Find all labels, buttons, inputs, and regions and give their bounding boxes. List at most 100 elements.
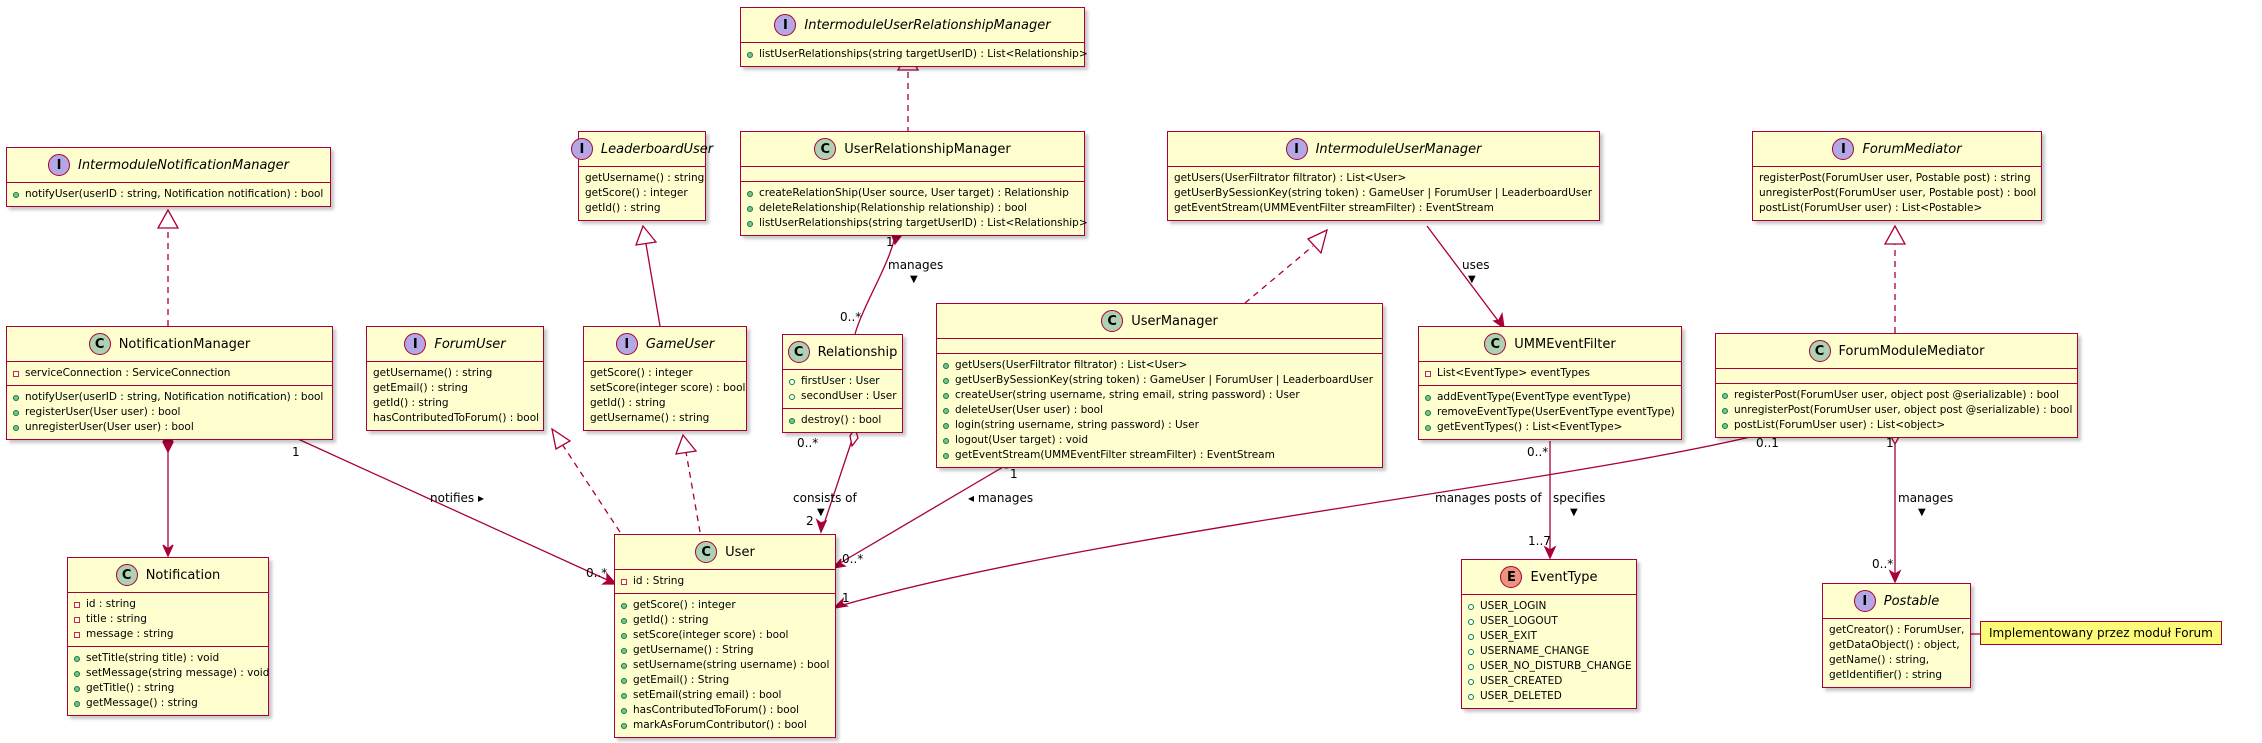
class-name: UserRelationshipManager	[844, 141, 1011, 157]
edge-user-realizes-fu	[561, 443, 621, 533]
stereotype-badge-icon: I	[47, 154, 70, 176]
public-visibility-icon	[74, 655, 80, 662]
class-member: markAsForumContributor() : bool	[621, 718, 829, 733]
stereotype-badge-icon: I	[404, 333, 427, 355]
class-compartment: getCreator() : ForumUser,getDataObject()…	[1823, 619, 1970, 687]
class-member: getUsers(UserFiltrator filtrator) : List…	[1174, 171, 1593, 186]
public-visibility-icon	[74, 700, 80, 707]
public-visibility-icon	[1468, 633, 1474, 640]
edge-um-user	[834, 459, 1016, 567]
public-visibility-icon	[1468, 678, 1474, 685]
member-text: hasContributedToForum() : bool	[373, 412, 540, 424]
label-uses: uses	[1462, 258, 1490, 272]
mult-manages-users-src: 1	[1010, 467, 1018, 481]
public-visibility-icon	[1425, 394, 1431, 401]
class-member: unregisterUser(User user) : bool	[13, 420, 326, 435]
class-member: hasContributedToForum() : bool	[373, 411, 540, 426]
stereotype-badge-icon: I	[570, 138, 593, 160]
class-member: createUser(string username, string email…	[943, 388, 1376, 403]
class-member: setMessage(string message) : void	[74, 666, 269, 681]
member-text: login(string username, string password) …	[955, 419, 1199, 431]
arrowhead-fmed	[1883, 224, 1907, 245]
class-member: logout(User target) : void	[943, 433, 1376, 448]
member-text: getId() : string	[373, 397, 449, 409]
class-member: getUsername() : string	[373, 366, 537, 381]
arrowhead-user-manages	[831, 558, 847, 569]
member-text: USER_CREATED	[1480, 675, 1563, 687]
class-compartment: getScore() : integer setScore(integer sco…	[584, 362, 746, 430]
class-compartment	[937, 339, 1382, 354]
class-member: secondUser : User	[789, 389, 897, 404]
private-visibility-icon	[13, 370, 19, 377]
private-visibility-icon	[621, 578, 627, 585]
private-visibility-icon	[1425, 370, 1431, 377]
stereotype-badge-icon: E	[1500, 566, 1523, 588]
class-member: registerPost(ForumUser user, object post…	[1722, 388, 2071, 403]
class-member: deleteRelationship(Relationship relation…	[747, 201, 1078, 216]
member-text: setScore(integer score) : bool	[590, 382, 746, 394]
member-text: setUsername(string username) : bool	[633, 659, 830, 671]
public-visibility-icon	[747, 220, 753, 227]
class-member: setEmail(string email) : bool	[621, 688, 829, 703]
class-compartment: listUserRelationships(string targetUserI…	[741, 43, 1088, 66]
member-text: markAsForumContributor() : bool	[633, 719, 807, 731]
public-visibility-icon	[789, 393, 795, 400]
stereotype-badge-icon: C	[88, 333, 111, 355]
edge-imum-ummf	[1426, 225, 1503, 327]
public-visibility-icon	[13, 409, 19, 416]
class-member: getUserBySessionKey(string token) : Game…	[1174, 186, 1593, 201]
class-member: addEventType(EventType eventType)	[1425, 390, 1675, 405]
arrowhead-gu	[675, 433, 698, 455]
class-compartment: List<EventType> eventTypes	[1419, 362, 1681, 386]
class-compartment	[1716, 369, 2077, 384]
member-text: getScore() : integer	[633, 599, 736, 611]
class-member: hasContributedToForum() : bool	[621, 703, 829, 718]
member-text: getTitle() : string	[86, 682, 175, 694]
stereotype-badge-icon: C	[695, 541, 718, 563]
class-member: getIdentifier() : string	[1829, 668, 1964, 683]
stereotype-badge-icon: I	[1853, 590, 1876, 612]
class-member: deleteUser(User user) : bool	[943, 403, 1376, 418]
member-text: getUsername() : string	[590, 412, 710, 424]
mult-specifies-dst: 1..7	[1528, 534, 1551, 548]
member-text: addEventType(EventType eventType)	[1437, 391, 1631, 403]
class-member: postList(ForumUser user) : List<object>	[1722, 418, 2071, 433]
class-member: serviceConnection : ServiceConnection	[13, 366, 326, 381]
member-text: getEmail() : string	[373, 382, 468, 394]
class-name: ForumModuleMediator	[1838, 343, 1985, 359]
member-text: USERNAME_CHANGE	[1480, 645, 1590, 657]
arrowhead-notif	[162, 544, 174, 558]
arrowhead-user-notifies	[601, 572, 618, 585]
class-member: getUsername() : string	[590, 411, 740, 426]
class-compartment: getUsers(UserFiltrator filtrator) : List…	[1168, 167, 1599, 220]
class-member: USERNAME_CHANGE	[1468, 644, 1630, 659]
class-member: getEventStream(UMMEventFilter streamFilt…	[943, 448, 1376, 463]
arrowhead-imum	[1306, 228, 1328, 255]
public-visibility-icon	[621, 662, 627, 669]
public-visibility-icon	[621, 617, 627, 624]
public-visibility-icon	[1468, 648, 1474, 655]
public-visibility-icon	[13, 191, 19, 198]
class-member: getScore() : integer	[585, 186, 699, 201]
member-text: getId() : string	[590, 397, 666, 409]
member-text: getCreator() : ForumUser,	[1829, 624, 1965, 636]
stereotype-badge-icon: I	[774, 14, 797, 36]
arrowhead-evt	[1543, 545, 1557, 560]
member-text: getEventStream(UMMEventFilter streamFilt…	[955, 449, 1275, 461]
member-text: getScore() : integer	[590, 367, 693, 379]
member-text: getEventTypes() : List<EventType>	[1437, 421, 1623, 433]
mult-manages-rel-src: 1	[886, 235, 894, 249]
public-visibility-icon	[1468, 603, 1474, 610]
class-member: getId() : string	[590, 396, 740, 411]
member-text: getUsername() : string	[373, 367, 493, 379]
mult-specifies-src: 0..*	[1527, 445, 1549, 459]
